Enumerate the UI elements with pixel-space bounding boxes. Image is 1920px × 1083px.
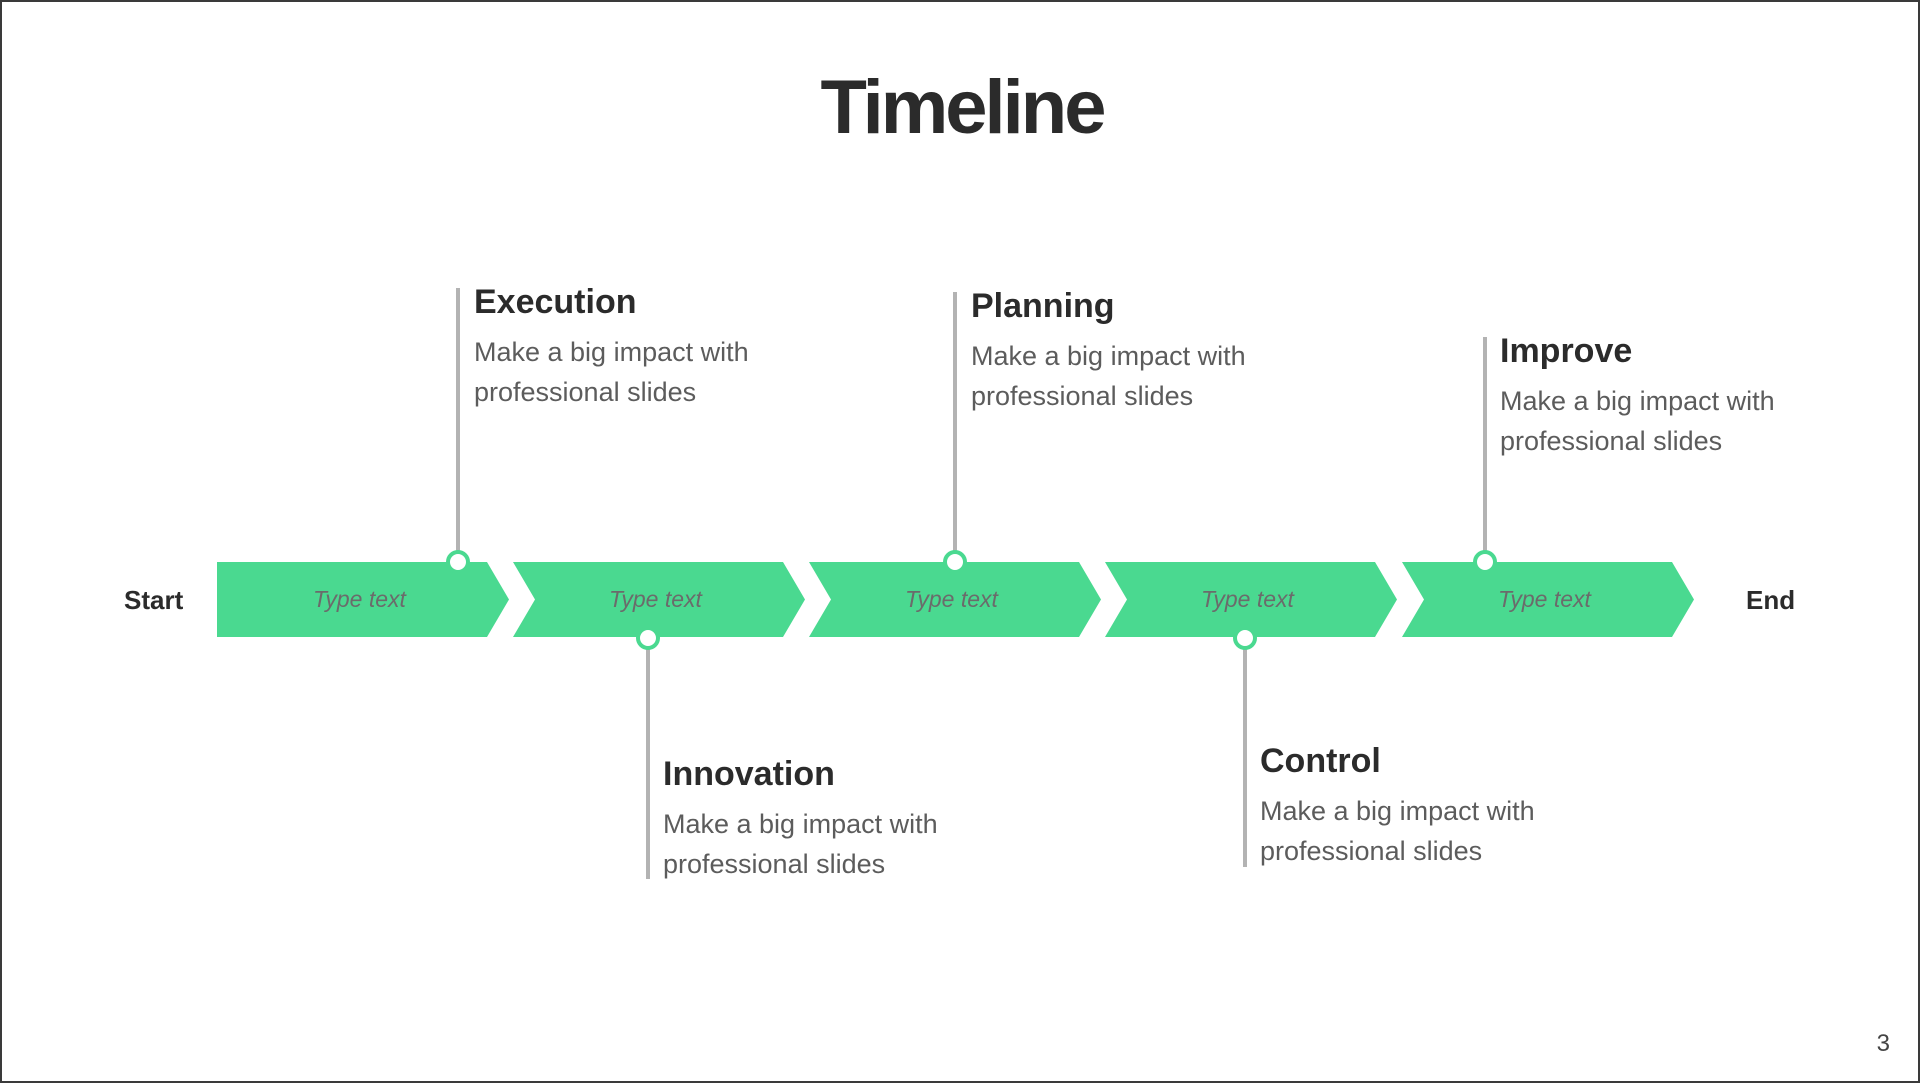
event-description: Make a big impact with professional slid…	[1260, 796, 1535, 866]
timeline-end-label: End	[1746, 585, 1796, 615]
event-marker-dot	[943, 550, 967, 574]
event-title: Innovation	[663, 755, 835, 793]
timeline-arrow-2: Type text	[513, 562, 805, 637]
event-description: Make a big impact with professional slid…	[1500, 386, 1775, 456]
timeline-start-label: Start	[124, 585, 184, 615]
timeline-arrow-label: Type text	[1201, 586, 1294, 612]
event-marker-dot	[636, 626, 660, 650]
event-description: Make a big impact with professional slid…	[474, 337, 749, 407]
event-title: Improve	[1500, 332, 1633, 370]
event-connector-line	[646, 649, 650, 879]
timeline-arrow-4: Type text	[1105, 562, 1397, 637]
timeline-arrow-label: Type text	[609, 586, 702, 612]
timeline-event-control: Control Make a big impact with professio…	[1260, 741, 1600, 871]
event-title: Control	[1260, 742, 1381, 780]
event-connector-line	[456, 288, 460, 561]
timeline-arrow-1: Type text	[217, 562, 509, 637]
timeline-arrow-label: Type text	[1498, 586, 1591, 612]
page-number: 3	[1876, 1030, 1890, 1057]
event-description: Make a big impact with professional slid…	[971, 341, 1246, 411]
event-connector-line	[1483, 337, 1487, 562]
timeline-event-planning: Planning Make a big impact with professi…	[971, 286, 1311, 416]
event-title: Execution	[474, 283, 637, 321]
timeline-event-execution: Execution Make a big impact with profess…	[474, 282, 814, 412]
slide-title: Timeline	[820, 65, 1107, 150]
event-description: Make a big impact with professional slid…	[663, 809, 938, 879]
timeline-event-innovation: Innovation Make a big impact with profes…	[663, 754, 1003, 884]
timeline-arrow-3: Type text	[809, 562, 1101, 637]
event-marker-dot	[1233, 626, 1257, 650]
event-title: Planning	[971, 287, 1115, 325]
event-marker-dot	[1473, 550, 1497, 574]
timeline-arrow-label: Type text	[313, 586, 406, 612]
event-connector-line	[1243, 649, 1247, 867]
timeline-event-improve: Improve Make a big impact with professio…	[1500, 331, 1840, 461]
timeline-arrow-label: Type text	[905, 586, 998, 612]
event-connector-line	[953, 292, 957, 562]
event-marker-dot	[446, 550, 470, 574]
timeline-arrow-5: Type text	[1402, 562, 1694, 637]
